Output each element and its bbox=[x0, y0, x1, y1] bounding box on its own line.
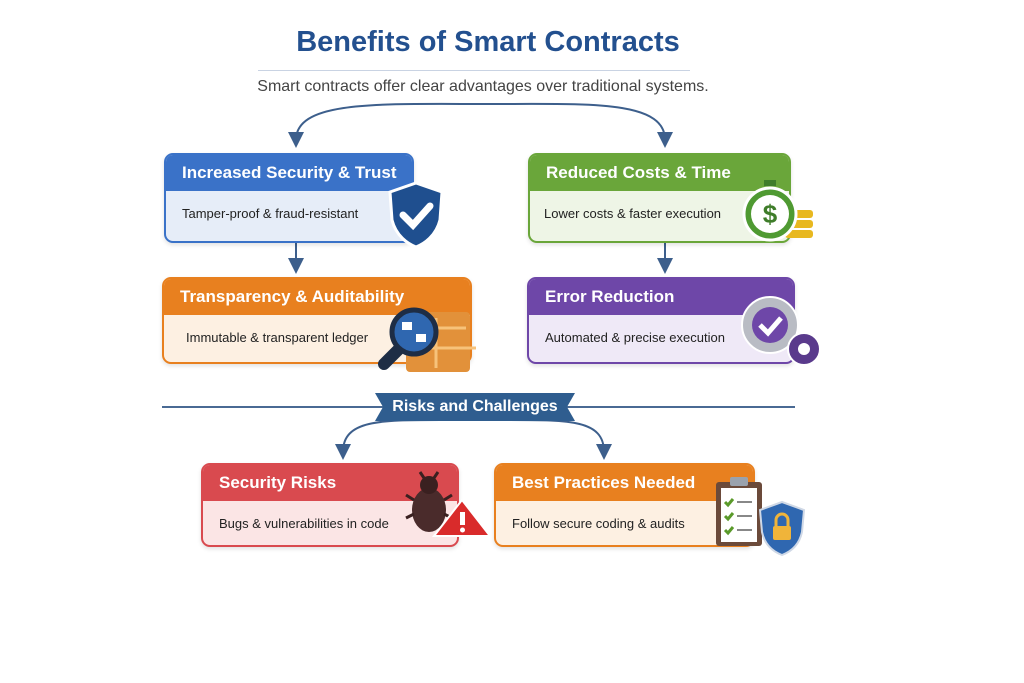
arrow-to-costs bbox=[487, 102, 673, 148]
subtitle: Smart contracts offer clear advantages o… bbox=[257, 78, 709, 95]
svg-text:$: $ bbox=[763, 199, 778, 229]
arrow-to-security-risks bbox=[335, 419, 441, 460]
benefit-card-security: Increased Security & Trust Tamper-proof … bbox=[164, 153, 414, 243]
bug-warning-icon bbox=[405, 471, 493, 537]
card-title: Increased Security & Trust bbox=[166, 155, 412, 191]
card-title: Best Practices Needed bbox=[496, 465, 753, 501]
card-title: Security Risks bbox=[203, 465, 457, 501]
card-desc: Bugs & vulnerabilities in code bbox=[219, 516, 389, 531]
card-desc: Automated & precise execution bbox=[545, 330, 725, 345]
card-desc: Tamper-proof & fraud-resistant bbox=[182, 206, 359, 221]
arrow-to-best-practices bbox=[509, 419, 612, 460]
card-desc: Follow secure coding & audits bbox=[512, 516, 685, 531]
card-title: Reduced Costs & Time bbox=[530, 155, 789, 191]
magnifier-ledger-icon bbox=[378, 307, 476, 372]
risk-card-best-practices: Best Practices Needed Follow secure codi… bbox=[494, 463, 755, 547]
title-underline bbox=[258, 70, 690, 71]
card-desc: Immutable & transparent ledger bbox=[186, 330, 369, 345]
card-desc: Lower costs & faster execution bbox=[544, 206, 722, 221]
clipboard-lock-icon bbox=[716, 477, 806, 557]
risks-banner: Risks and Challenges bbox=[375, 393, 575, 421]
gear-check-icon bbox=[741, 296, 821, 366]
arrow-to-security bbox=[288, 102, 489, 148]
stopwatch-dollar-icon: $ bbox=[742, 180, 813, 242]
shield-check-icon bbox=[388, 181, 444, 249]
page-title: Benefits of Smart Contracts bbox=[296, 26, 680, 58]
